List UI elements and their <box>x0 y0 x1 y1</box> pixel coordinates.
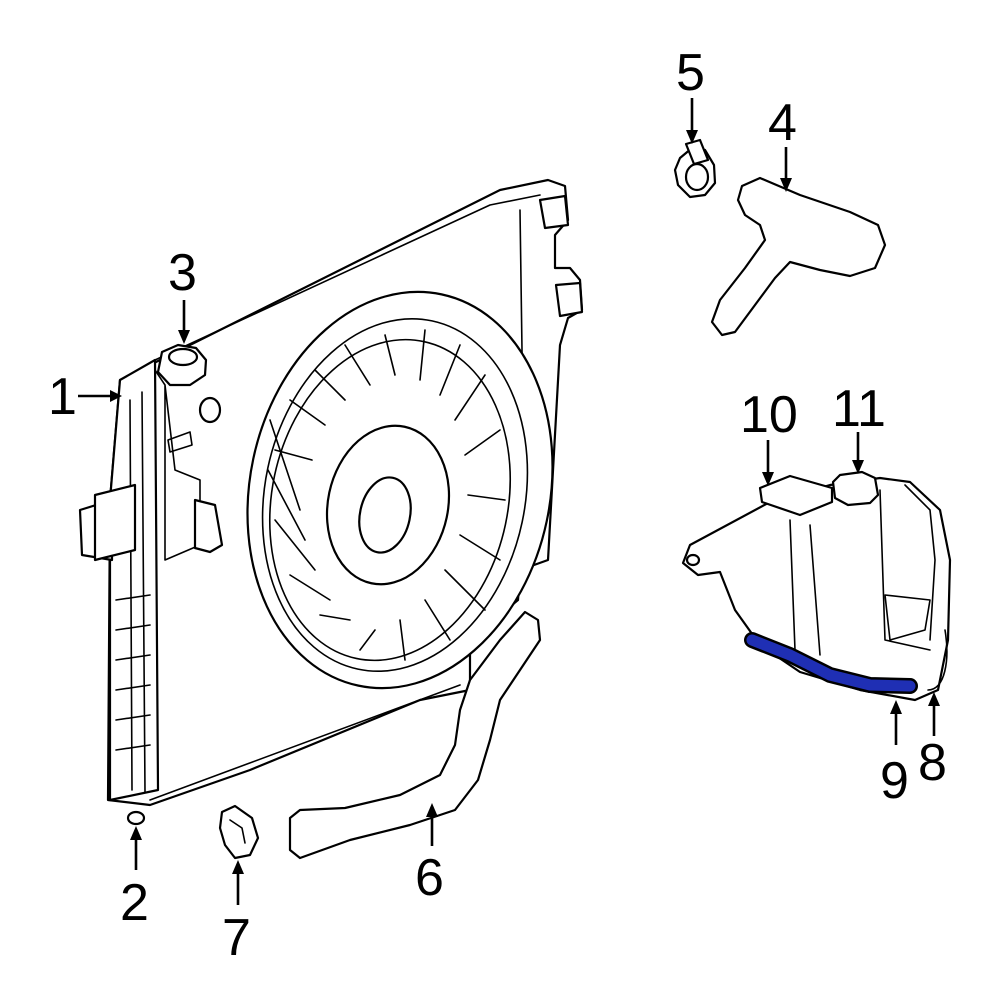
callout-6: 6 <box>415 849 444 907</box>
reservoir-hose-highlighted[interactable] <box>744 632 918 694</box>
reservoir-cap[interactable] <box>831 470 880 507</box>
callout-1: 1 <box>48 368 77 426</box>
hose-clamp-upper[interactable] <box>673 138 717 199</box>
callout-labels: 1 2 3 4 5 6 7 8 9 10 11 <box>48 44 947 967</box>
level-sensor[interactable] <box>758 474 834 517</box>
radiator-cap[interactable] <box>156 343 208 387</box>
callout-5: 5 <box>676 44 705 102</box>
callout-7: 7 <box>222 909 251 967</box>
fan-assembly[interactable] <box>212 263 589 717</box>
callout-8: 8 <box>918 734 947 792</box>
callout-arrows <box>78 98 940 905</box>
callout-4: 4 <box>768 94 797 152</box>
callout-11: 11 <box>832 380 886 438</box>
drain-plug[interactable] <box>126 810 146 826</box>
hose-clamp-lower[interactable] <box>218 804 260 860</box>
callout-3: 3 <box>168 244 197 302</box>
upper-hose[interactable] <box>710 176 887 337</box>
lower-hose[interactable] <box>288 610 542 860</box>
reservoir-clamp[interactable] <box>927 629 948 691</box>
callout-10: 10 <box>740 386 798 444</box>
callout-9: 9 <box>880 752 909 810</box>
callout-2: 2 <box>120 874 149 932</box>
